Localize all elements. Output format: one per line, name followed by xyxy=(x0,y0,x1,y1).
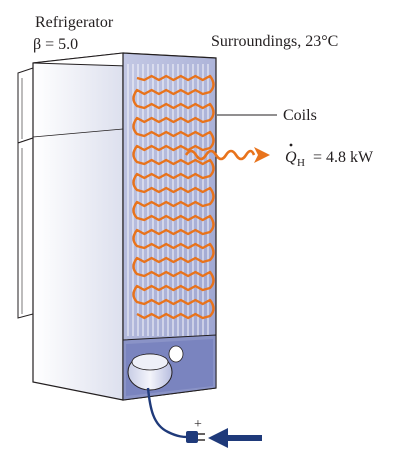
heat-rejection-arrow xyxy=(184,149,256,161)
plug xyxy=(186,431,205,443)
coils-label: Coils xyxy=(283,107,317,124)
power-input-arrow-icon xyxy=(208,428,262,448)
heat-subscript: H xyxy=(297,157,305,169)
fridge-door-edges xyxy=(17,67,34,319)
condenser-coil xyxy=(132,74,215,320)
fridge-side-panel xyxy=(32,52,124,401)
power-cord xyxy=(146,387,189,439)
heat-symbol: Q xyxy=(285,149,297,166)
fridge-freezer-seam xyxy=(32,128,124,138)
surroundings-label: Surroundings, 23°C xyxy=(211,33,338,50)
heat-value: = 4.8 kW xyxy=(313,149,374,166)
plug-plus-sign: + xyxy=(194,417,202,432)
heat-rate-dot xyxy=(289,143,293,147)
heat-arrowhead-icon xyxy=(254,147,270,163)
heat-rate-label: Q H = 4.8 kW xyxy=(285,143,374,169)
refrigerator-label: Refrigerator xyxy=(35,14,114,31)
cop-label: β = 5.0 xyxy=(33,36,78,53)
compressor xyxy=(127,345,184,391)
